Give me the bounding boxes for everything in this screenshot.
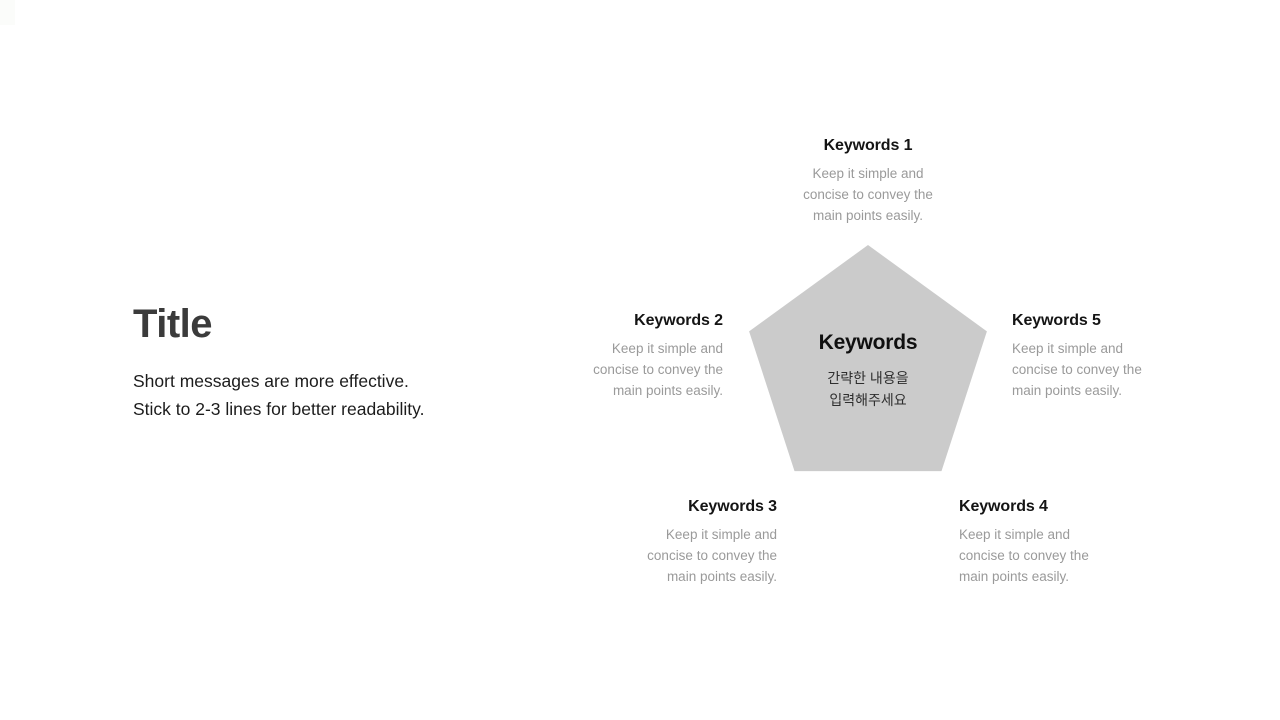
- center-keywords-subtitle: 간략한 내용을 입력해주세요: [768, 367, 968, 411]
- keyword-desc-line: main points easily.: [612, 383, 723, 398]
- corner-artifact: [0, 0, 15, 25]
- keyword-desc-line: Keep it simple and: [1012, 341, 1124, 356]
- pentagon-polygon: [749, 245, 987, 472]
- pentagon-shape: [749, 245, 987, 472]
- keyword-label: Keywords 5: [1012, 312, 1101, 329]
- page-title: Title: [133, 302, 213, 346]
- keyword-block-3: Keywords 3 Keep it simple and concise to…: [607, 497, 777, 587]
- subtitle-line: Short messages are more effective.: [133, 371, 409, 391]
- keyword-block-1: Keywords 1 Keep it simple and concise to…: [783, 136, 953, 226]
- slide-subtitle: Short messages are more effective. Stick…: [133, 367, 593, 423]
- keyword-desc-line: concise to convey the: [647, 548, 777, 563]
- keyword-desc-line: main points easily.: [959, 569, 1070, 584]
- keyword-desc-line: concise to convey the: [1012, 362, 1142, 377]
- keyword-desc-line: concise to convey the: [593, 362, 723, 377]
- center-subtitle-line: 간략한 내용을: [827, 370, 909, 386]
- keyword-label: Keywords 2: [634, 312, 723, 329]
- keyword-desc-line: Keep it simple and: [812, 166, 924, 181]
- keyword-desc-line: main points easily.: [1012, 383, 1123, 398]
- keyword-desc-line: Keep it simple and: [959, 527, 1071, 542]
- keyword-desc-line: Keep it simple and: [665, 527, 777, 542]
- keyword-label: Keywords 3: [688, 498, 777, 515]
- subtitle-line: Stick to 2-3 lines for better readabilit…: [133, 399, 425, 419]
- keyword-block-4: Keywords 4 Keep it simple and concise to…: [959, 497, 1129, 587]
- keyword-block-5: Keywords 5 Keep it simple and concise to…: [1012, 311, 1182, 401]
- title-block: Title: [133, 300, 553, 348]
- keyword-desc-line: concise to convey the: [959, 548, 1089, 563]
- keyword-label: Keywords 4: [959, 498, 1048, 515]
- pentagon-center-label: Keywords 간략한 내용을 입력해주세요: [768, 330, 968, 411]
- center-keywords-title: Keywords: [818, 331, 918, 354]
- keyword-desc-line: main points easily.: [812, 208, 924, 223]
- keyword-desc-line: Keep it simple and: [611, 341, 723, 356]
- center-subtitle-line: 입력해주세요: [829, 392, 907, 408]
- keyword-block-2: Keywords 2 Keep it simple and concise to…: [553, 311, 723, 401]
- keyword-label: Keywords 1: [823, 137, 913, 154]
- keyword-desc-line: concise to convey the: [803, 187, 933, 202]
- keyword-desc-line: main points easily.: [666, 569, 777, 584]
